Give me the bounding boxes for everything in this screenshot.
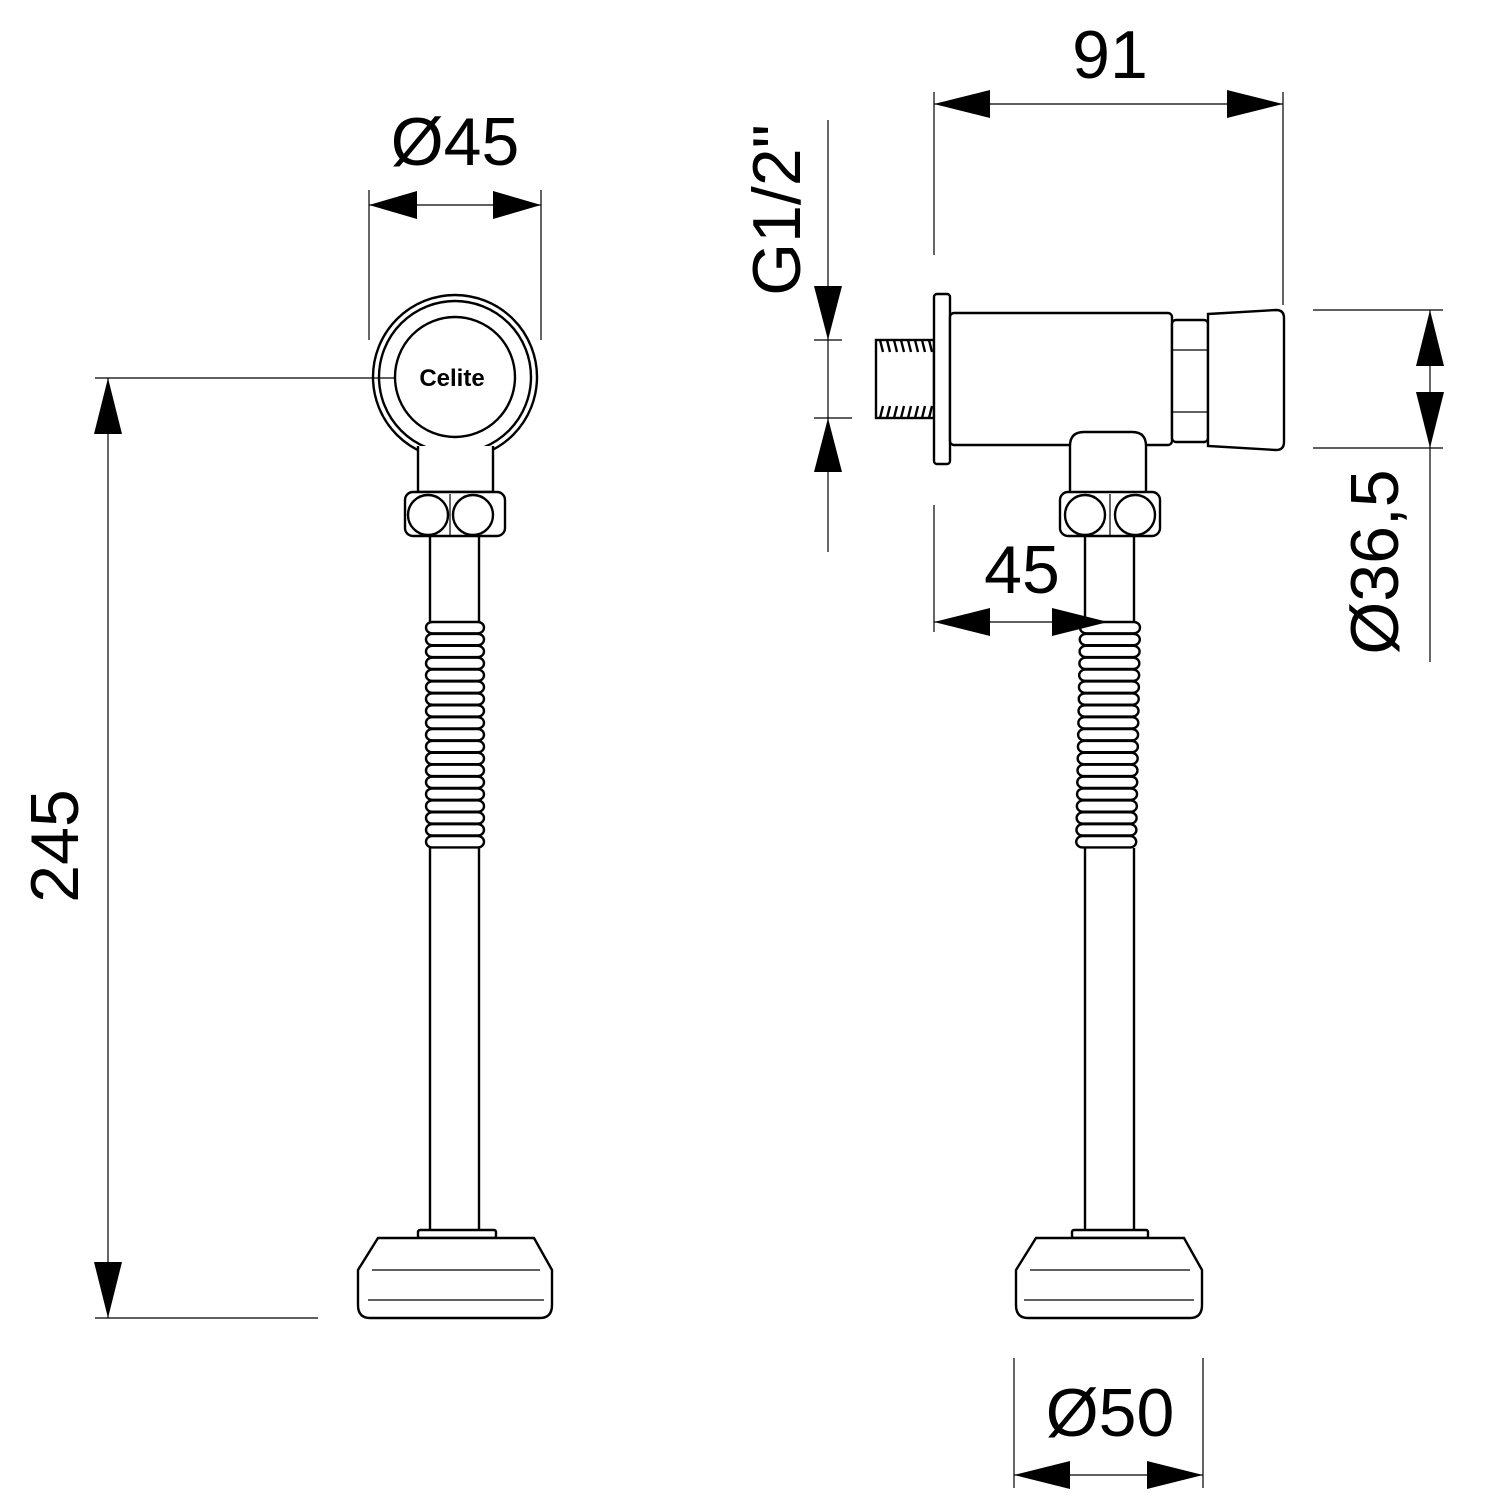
hose-ring — [1075, 811, 1138, 825]
dimension-button-diameter: Ø36,5 — [1313, 309, 1444, 662]
side-wall-flange — [932, 292, 952, 466]
hose-ring — [1078, 656, 1141, 671]
hose-ring — [424, 680, 486, 694]
hose-ring — [424, 692, 486, 706]
hose-ring — [1076, 739, 1140, 754]
front-base — [356, 1228, 554, 1320]
dimension-thread: G1/2" — [739, 120, 852, 552]
hose-ring — [1078, 632, 1141, 647]
hose-ring — [424, 823, 486, 837]
hose-ring — [1075, 834, 1138, 849]
hose-ring — [424, 751, 486, 766]
svg-text:Ø45: Ø45 — [391, 104, 520, 180]
thread-tooth — [892, 405, 899, 419]
thread-tooth — [913, 405, 920, 419]
hose-ring — [424, 763, 486, 778]
thread-tooth — [927, 405, 934, 419]
svg-text:G1/2": G1/2" — [739, 124, 815, 296]
hose-ring — [1077, 668, 1141, 683]
hose-ring — [1078, 644, 1141, 659]
hose-ring — [1077, 704, 1140, 718]
front-view: Celite — [356, 293, 554, 1320]
side-corrugated-hose — [1075, 620, 1142, 849]
side-push-button[interactable] — [1206, 308, 1286, 452]
thread-tooth — [878, 339, 885, 353]
dimension-outlet-offset: 45 — [933, 505, 1108, 636]
dimension-total-height: 245 — [17, 377, 395, 1319]
hose-ring — [424, 727, 486, 742]
hose-ring — [424, 620, 486, 635]
hose-ring — [424, 799, 486, 813]
svg-text:245: 245 — [17, 789, 93, 902]
hose-ring — [424, 811, 486, 825]
dimension-side-length: 91 — [933, 17, 1284, 305]
brand-logo: Celite — [419, 365, 484, 392]
hose-ring — [1077, 692, 1140, 706]
svg-text:45: 45 — [984, 532, 1060, 608]
side-base — [1014, 1228, 1204, 1320]
hose-ring — [424, 656, 486, 671]
hose-ring — [424, 632, 486, 647]
thread-tooth — [920, 339, 927, 353]
hose-ring — [1076, 763, 1139, 778]
side-view — [874, 292, 1286, 1320]
hose-ring — [1075, 823, 1138, 837]
hose-ring — [1077, 715, 1140, 730]
svg-text:Ø36,5: Ø36,5 — [1337, 469, 1413, 654]
dimension-front-width: Ø45 — [368, 104, 542, 340]
thread-tooth — [906, 405, 913, 419]
thread-tooth — [913, 339, 920, 353]
hose-ring — [424, 739, 486, 754]
svg-text:91: 91 — [1072, 17, 1148, 93]
hose-ring — [424, 704, 486, 718]
svg-text:Ø50: Ø50 — [1046, 1375, 1175, 1451]
front-neck — [416, 446, 495, 494]
thread-tooth — [878, 405, 885, 419]
thread-tooth — [906, 339, 913, 353]
thread-tooth — [920, 405, 927, 419]
side-coupling — [1170, 318, 1210, 444]
hose-ring — [424, 834, 486, 849]
thread-tooth — [892, 339, 899, 353]
front-hex-nut — [403, 490, 507, 538]
hose-ring — [1076, 775, 1139, 790]
hose-ring — [1076, 727, 1140, 742]
side-thread-inlet — [874, 338, 936, 420]
dimension-base-diameter: Ø50 — [1013, 1358, 1204, 1489]
thread-tooth — [885, 339, 892, 353]
thread-tooth — [927, 339, 934, 353]
hose-ring — [424, 668, 486, 683]
hose-ring — [424, 775, 486, 790]
hose-ring — [424, 644, 486, 659]
front-corrugated-hose — [424, 620, 486, 849]
side-outlet-neck — [1068, 430, 1148, 492]
hose-ring — [1076, 751, 1139, 766]
thread-tooth — [899, 405, 906, 419]
front-button[interactable] — [393, 315, 517, 439]
hose-ring — [424, 715, 486, 730]
side-body — [948, 311, 1174, 447]
hose-ring — [1077, 680, 1141, 694]
thread-tooth — [885, 405, 892, 419]
hose-ring — [1075, 799, 1139, 813]
hose-ring — [1075, 787, 1139, 802]
thread-tooth — [899, 339, 906, 353]
hose-ring — [424, 787, 486, 802]
